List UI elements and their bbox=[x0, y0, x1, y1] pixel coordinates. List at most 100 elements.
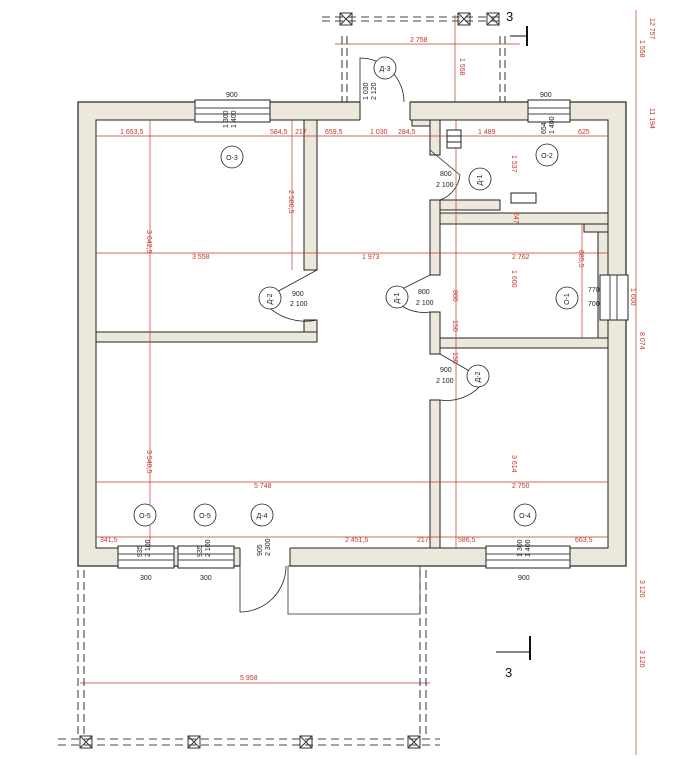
win-o4-sill: 1 300 bbox=[517, 539, 524, 557]
dim-top-6: 284,5 bbox=[398, 129, 416, 136]
window-tag-o5b: О-5 bbox=[193, 503, 217, 527]
terrace: 5 958 bbox=[77, 565, 427, 735]
win-o5b-sill: 935 bbox=[197, 545, 204, 557]
porch-top: 2 758 1 558 bbox=[335, 15, 520, 102]
win-o5b-height: 2 100 bbox=[205, 539, 212, 557]
win-o4-height: 1 400 bbox=[525, 539, 532, 557]
dim-mr-width: 2 762 bbox=[512, 254, 530, 261]
windows bbox=[117, 99, 629, 569]
window-tag-o5a: О-5 bbox=[133, 503, 157, 527]
win-o2-width: 900 bbox=[540, 92, 552, 99]
svg-text:Д-1: Д-1 bbox=[477, 174, 484, 185]
dim-bottom-width: 5 958 bbox=[240, 675, 258, 682]
win-o3-sill: 1 300 bbox=[223, 110, 230, 128]
door-tag-d2b: Д-2 bbox=[466, 364, 490, 388]
door-d1b-width: 800 bbox=[418, 289, 430, 296]
door-d3-height: 2 120 bbox=[371, 82, 378, 100]
dim-1558-right: 1 558 bbox=[638, 40, 645, 58]
dim-br-width: 2 750 bbox=[512, 483, 530, 490]
dim-2586: 2 586,5 bbox=[287, 190, 294, 213]
dimension-lines bbox=[80, 10, 637, 755]
dim-150a: 150 bbox=[451, 320, 458, 332]
dim-bot-4: 586,5 bbox=[458, 537, 476, 544]
win-o5a-sill: 935 bbox=[137, 545, 144, 557]
dim-top-3: 217 bbox=[295, 129, 307, 136]
win-o1-height: 700 bbox=[588, 301, 600, 308]
door-tag-d3: Д-3 bbox=[373, 56, 397, 80]
svg-text:Д-3: Д-3 bbox=[380, 66, 391, 73]
dim-bl-height: 3 540,5 bbox=[145, 450, 152, 473]
svg-text:О-1: О-1 bbox=[564, 293, 571, 305]
dim-top-1: 1 653,5 bbox=[120, 129, 143, 136]
dim-1558-top: 1 558 bbox=[458, 58, 465, 76]
dim-12757: 12 757 bbox=[648, 18, 655, 40]
dim-247: 247 bbox=[512, 212, 519, 224]
win-o2-sill: 654 bbox=[541, 122, 548, 134]
dim-right-window: 1 600 bbox=[629, 288, 636, 306]
dim-bot-3: 217 bbox=[417, 537, 429, 544]
win-o5b-width: 300 bbox=[200, 575, 212, 582]
svg-text:О-2: О-2 bbox=[541, 153, 553, 160]
win-o3-width: 900 bbox=[226, 92, 238, 99]
dim-top-4: 659,5 bbox=[325, 129, 343, 136]
window-tag-o3: О-3 bbox=[220, 145, 244, 169]
dim-685: 685,5 bbox=[577, 250, 584, 268]
dim-3120-a: 3 120 bbox=[638, 580, 645, 598]
dim-top-2: 584,5 bbox=[270, 129, 288, 136]
dim-bot-2: 2 451,5 bbox=[345, 537, 368, 544]
win-o5a-width: 300 bbox=[140, 575, 152, 582]
dim-tl-width: 3 558 bbox=[192, 254, 210, 261]
svg-text:Д-4: Д-4 bbox=[257, 513, 268, 520]
dim-br-height: 3 614 bbox=[510, 455, 517, 473]
door-tag-d4: Д-4 bbox=[250, 503, 274, 527]
dim-bot-1: 341,5 bbox=[100, 537, 118, 544]
bottom-rail bbox=[58, 735, 440, 749]
door-d2-height: 2 100 bbox=[290, 301, 308, 308]
section-mark-top: 3 bbox=[322, 9, 528, 46]
dimension-texts: 1 653,5 584,5 217 659,5 1 030 284,5 1 48… bbox=[100, 18, 655, 668]
door-d1-height: 2 100 bbox=[436, 182, 454, 189]
door-d2b-height: 2 100 bbox=[436, 378, 454, 385]
win-o5a-height: 2 100 bbox=[145, 539, 152, 557]
section-mark-bottom: 3 bbox=[496, 636, 531, 680]
dim-3120-b: 3 120 bbox=[638, 650, 645, 668]
door-tag-d1: Д-1 bbox=[468, 167, 492, 191]
door-d2b-width: 900 bbox=[440, 367, 452, 374]
dim-porch-width: 2 758 bbox=[410, 37, 428, 44]
svg-text:О-4: О-4 bbox=[519, 513, 531, 520]
dim-corridor-width: 1 973 bbox=[362, 254, 380, 261]
window-tag-o2: О-2 bbox=[535, 143, 559, 167]
dim-800: 800 bbox=[451, 290, 458, 302]
dim-150b: 150 bbox=[451, 352, 458, 364]
door-tag-d2: Д-2 bbox=[258, 286, 282, 310]
win-o4-width: 900 bbox=[518, 575, 530, 582]
dim-11194: 11 194 bbox=[648, 108, 655, 129]
dim-top-5: 1 030 bbox=[370, 129, 388, 136]
svg-text:Д-2: Д-2 bbox=[475, 371, 482, 382]
win-o3-height: 1 400 bbox=[231, 110, 238, 128]
door-d4-height: 2 300 bbox=[265, 538, 272, 556]
svg-text:О-5: О-5 bbox=[139, 513, 151, 520]
dim-top-8: 625 bbox=[578, 129, 590, 136]
door-tag-d1b: Д-1 bbox=[385, 285, 409, 309]
dim-tl-height: 3 642,5 bbox=[145, 230, 152, 253]
door-d1-width: 800 bbox=[440, 171, 452, 178]
dim-bottom-room: 5 748 bbox=[254, 483, 272, 490]
section-label-top: 3 bbox=[506, 9, 513, 24]
section-label-bottom: 3 bbox=[505, 665, 512, 680]
svg-text:О-3: О-3 bbox=[226, 155, 238, 162]
element-tags: О-3 О-2 О-1 О-5 О-5 О-4 Д-3 Д-1 bbox=[133, 56, 579, 527]
door-d1b-height: 2 100 bbox=[416, 300, 434, 307]
dim-bot-5: 663,5 bbox=[575, 537, 593, 544]
dim-total-height: 8 074 bbox=[638, 332, 645, 350]
dim-mid-1537: 1 537 bbox=[510, 155, 517, 173]
svg-text:Д-1: Д-1 bbox=[394, 292, 401, 303]
svg-text:О-5: О-5 bbox=[199, 513, 211, 520]
dim-mid-1600: 1 600 bbox=[510, 270, 517, 288]
door-d3-width: 1 030 bbox=[363, 82, 370, 100]
win-o2-height: 1 400 bbox=[549, 116, 556, 134]
stair-box bbox=[446, 129, 537, 204]
door-d4-width: 905 bbox=[257, 544, 264, 556]
win-o1-width: 770 bbox=[588, 287, 600, 294]
